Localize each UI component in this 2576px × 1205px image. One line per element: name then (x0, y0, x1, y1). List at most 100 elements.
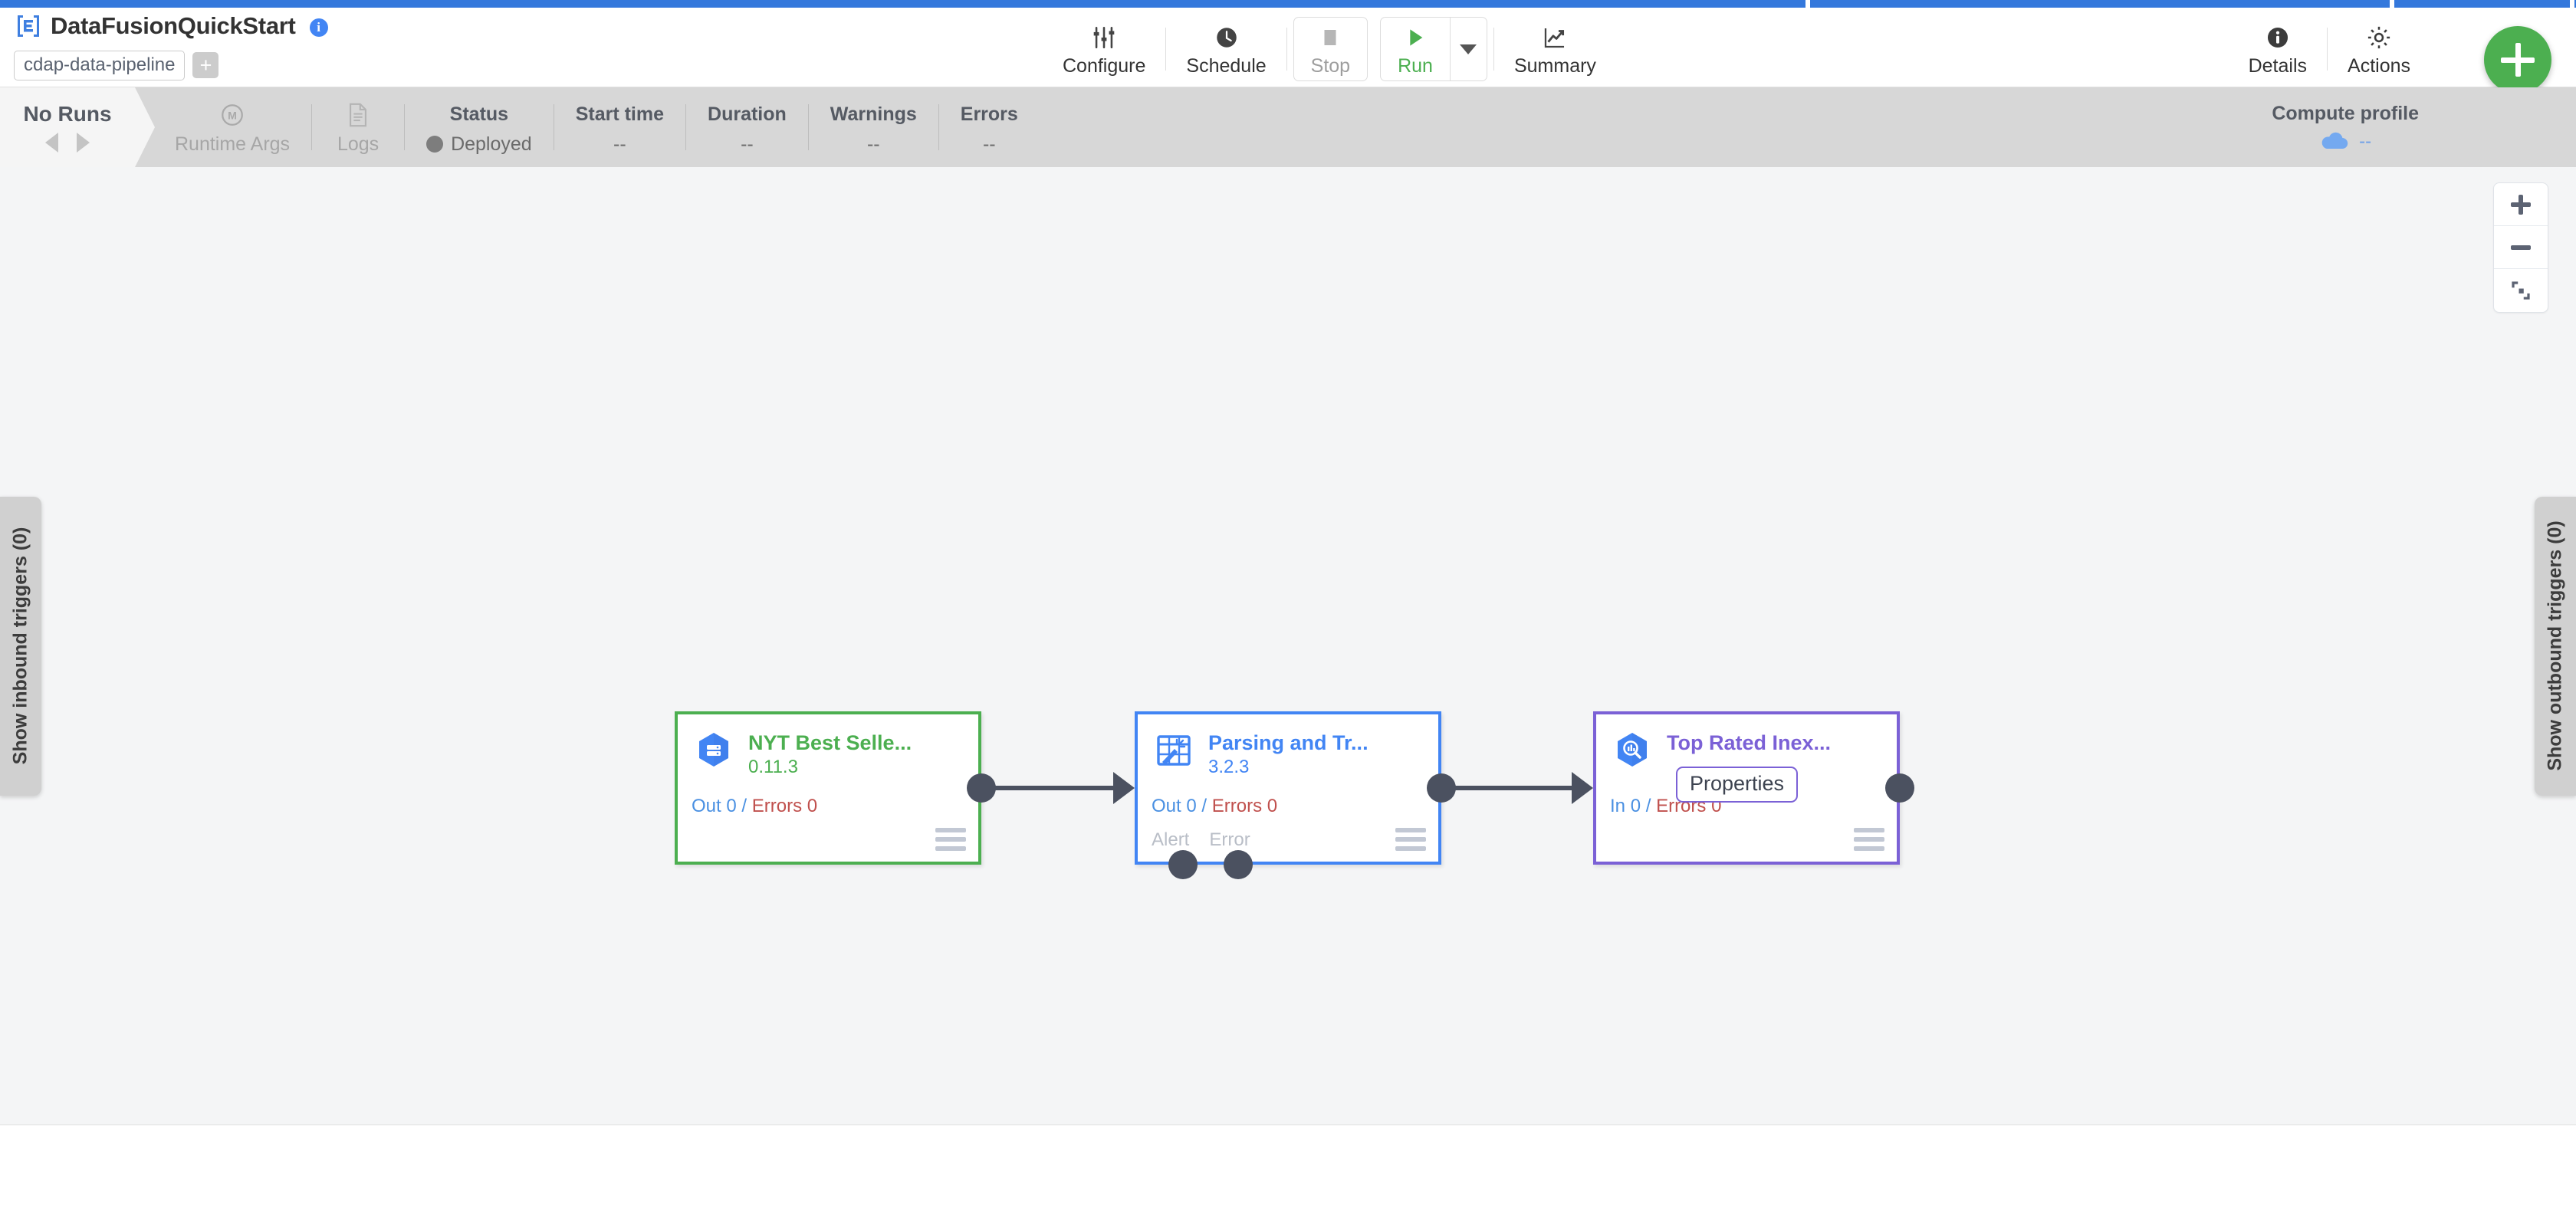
configure-label: Configure (1063, 54, 1146, 77)
errors-header: Errors (960, 103, 1018, 125)
node-transform-errors-label: Errors (1211, 796, 1263, 816)
node-transform-errors-value: 0 (1267, 796, 1278, 816)
errors-value: -- (982, 133, 996, 155)
node-sink-name: Top Rated Inex... (1667, 731, 1832, 754)
stop-button[interactable]: Stop (1294, 18, 1367, 80)
node-transform-error-port[interactable] (1224, 850, 1253, 879)
compute-profile[interactable]: Compute profile -- (2272, 87, 2419, 167)
run-button-box[interactable]: Run (1380, 17, 1487, 81)
node-source-name: NYT Best Selle... (748, 731, 912, 754)
pipeline-brand: DataFusionQuickStart i (15, 12, 328, 40)
no-runs-block: No Runs (0, 87, 155, 167)
inbound-triggers-tab[interactable]: Show inbound triggers (0) (0, 496, 41, 796)
inbound-triggers-label: Show inbound triggers (0) (9, 527, 31, 765)
zoom-out-button[interactable] (2494, 226, 2548, 269)
artifact-chip[interactable]: cdap-data-pipeline (14, 51, 186, 80)
node-transform-out-label: Out (1152, 796, 1181, 816)
node-transform-error-port-label: Error (1209, 829, 1250, 850)
warnings-value: -- (866, 133, 880, 155)
node-source-errors-label: Errors (751, 796, 803, 816)
chart-line-icon (1542, 21, 1568, 54)
status-divider (311, 104, 313, 150)
duration-field: Duration -- (686, 87, 808, 167)
configure-button[interactable]: Configure (1043, 14, 1165, 84)
compute-profile-header: Compute profile (2272, 102, 2419, 124)
canvas-zoom-controls (2493, 182, 2548, 313)
summary-button[interactable]: Summary (1494, 14, 1616, 84)
runtime-args-label: Runtime Args (175, 133, 291, 155)
details-button[interactable]: Details (2229, 14, 2327, 84)
connector-2-arrow-icon (1572, 772, 1593, 804)
node-transform-version: 3.2.3 (1208, 757, 1250, 778)
fit-to-screen-button[interactable] (2494, 269, 2548, 312)
toolbar-divider (1493, 28, 1494, 71)
toolbar-divider (2327, 28, 2328, 71)
actions-button[interactable]: Actions (2328, 14, 2430, 84)
outbound-triggers-tab[interactable]: Show outbound triggers (0) (2535, 496, 2576, 796)
runtime-args-button[interactable]: M Runtime Args (153, 87, 311, 167)
node-transform-metrics: Out 0 / Errors 0 (1152, 796, 1277, 817)
node-source-metric-sep: / (741, 796, 748, 816)
node-transform-ports: Alert Error (1152, 829, 1250, 851)
start-time-header: Start time (575, 103, 665, 125)
stop-button-box[interactable]: Stop (1293, 17, 1368, 81)
node-sink-in-value: 0 (1630, 796, 1641, 816)
run-label: Run (1398, 54, 1433, 77)
sliders-icon (1091, 21, 1117, 54)
add-plugin-fab[interactable] (2484, 26, 2551, 94)
details-label: Details (2248, 54, 2308, 77)
schedule-button[interactable]: Schedule (1166, 14, 1286, 84)
status-badge: Deployed (426, 133, 532, 156)
node-sink-in-label: In (1610, 796, 1626, 816)
status-divider (938, 104, 939, 150)
pipeline-node-transform[interactable]: Parsing and Tr... 3.2.3 Out 0 / Errors 0… (1135, 711, 1456, 879)
logs-button[interactable]: Logs (312, 87, 404, 167)
triangle-right-icon[interactable] (77, 133, 90, 153)
status-field: Status Deployed (405, 87, 554, 167)
pipeline-node-source[interactable]: NYT Best Selle... 0.11.3 Out 0 / Errors … (675, 711, 996, 865)
stop-icon (1319, 21, 1342, 54)
run-status-bar: No Runs M Runtime Args (0, 87, 2576, 167)
properties-tooltip[interactable]: Properties (1676, 767, 1799, 803)
node-source-output-port[interactable] (967, 773, 996, 803)
bottom-area (0, 1126, 2576, 1205)
actions-label: Actions (2348, 54, 2410, 77)
node-transform-menu-icon[interactable] (1395, 828, 1426, 851)
node-transform-output-port[interactable] (1427, 773, 1456, 803)
pipeline-canvas[interactable]: Show inbound triggers (0) Show outbound … (0, 167, 2576, 1125)
outbound-triggers-label: Show outbound triggers (0) (2544, 520, 2566, 771)
no-runs-label: No Runs (23, 102, 112, 126)
errors-field: Errors -- (939, 87, 1040, 167)
logs-label: Logs (337, 133, 380, 155)
status-divider (685, 104, 687, 150)
start-time-value: -- (613, 133, 626, 155)
duration-header: Duration (708, 103, 787, 125)
logs-icon (347, 100, 370, 130)
node-source-menu-icon[interactable] (935, 828, 966, 851)
node-transform-metric-sep: / (1201, 796, 1208, 816)
add-tag-button[interactable]: + (192, 52, 219, 79)
connector-1-arrow-icon (1113, 772, 1135, 804)
run-options-dropdown[interactable] (1449, 18, 1487, 80)
node-sink-output-port[interactable] (1885, 773, 1914, 803)
pipeline-node-sink[interactable]: Top Rated Inex... Properties In 0 / Erro… (1593, 711, 1914, 865)
plus-icon (2511, 194, 2531, 215)
status-header: Status (449, 103, 509, 125)
wrangler-icon (1152, 728, 1196, 773)
svg-text:M: M (228, 110, 237, 122)
node-transform-alert-port[interactable] (1168, 850, 1198, 879)
summary-label: Summary (1513, 54, 1596, 77)
header-toolbar-right: Details Actions (2229, 14, 2430, 84)
triangle-left-icon[interactable] (45, 133, 58, 153)
status-divider (807, 104, 809, 150)
zoom-in-button[interactable] (2494, 183, 2548, 226)
toolbar-divider (1165, 28, 1167, 71)
status-dot-icon (426, 136, 444, 153)
warnings-header: Warnings (830, 103, 917, 125)
node-sink-menu-icon[interactable] (1854, 828, 1884, 851)
node-source-errors-value: 0 (807, 796, 818, 816)
info-icon[interactable]: i (309, 18, 328, 37)
runtime-args-icon: M (219, 100, 245, 130)
run-button[interactable]: Run (1381, 18, 1450, 80)
